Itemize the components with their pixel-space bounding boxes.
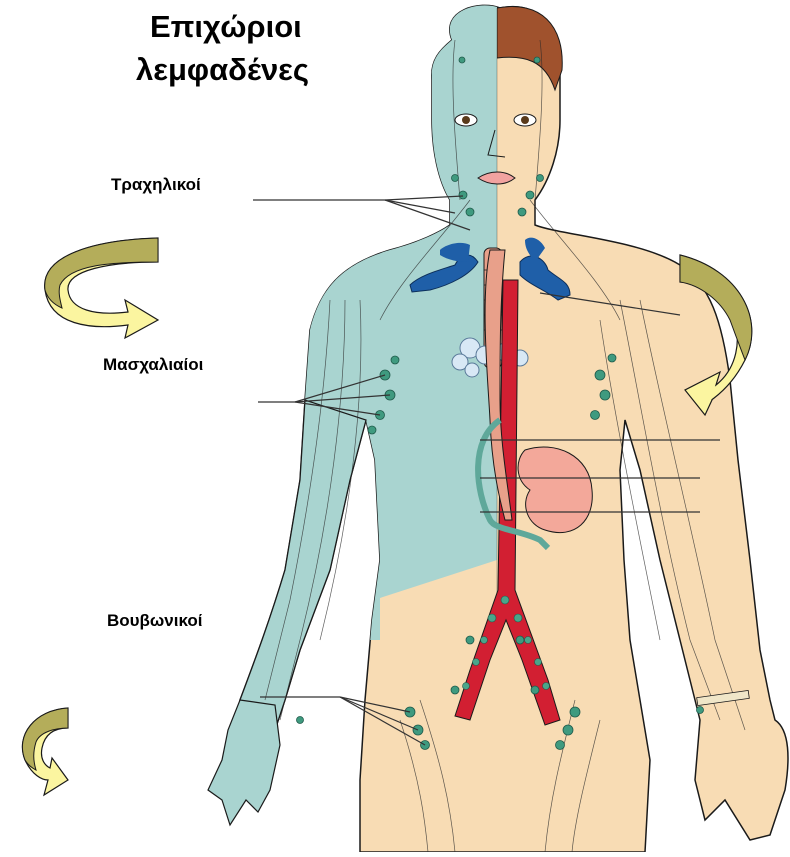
label-cervical: Τραχηλικοί <box>111 175 201 194</box>
title-line-1: Επιχώριοι <box>150 9 302 44</box>
left-hand <box>208 700 280 825</box>
label-axillary: Μασχαλιαίοι <box>103 355 204 374</box>
curved-arrow-left-top <box>45 238 158 338</box>
body-figure <box>208 5 788 852</box>
label-inguinal: Βουβωνικοί <box>107 611 203 630</box>
curved-arrow-left-bottom <box>22 708 68 795</box>
title-line-2: λεμφαδένες <box>136 52 309 87</box>
